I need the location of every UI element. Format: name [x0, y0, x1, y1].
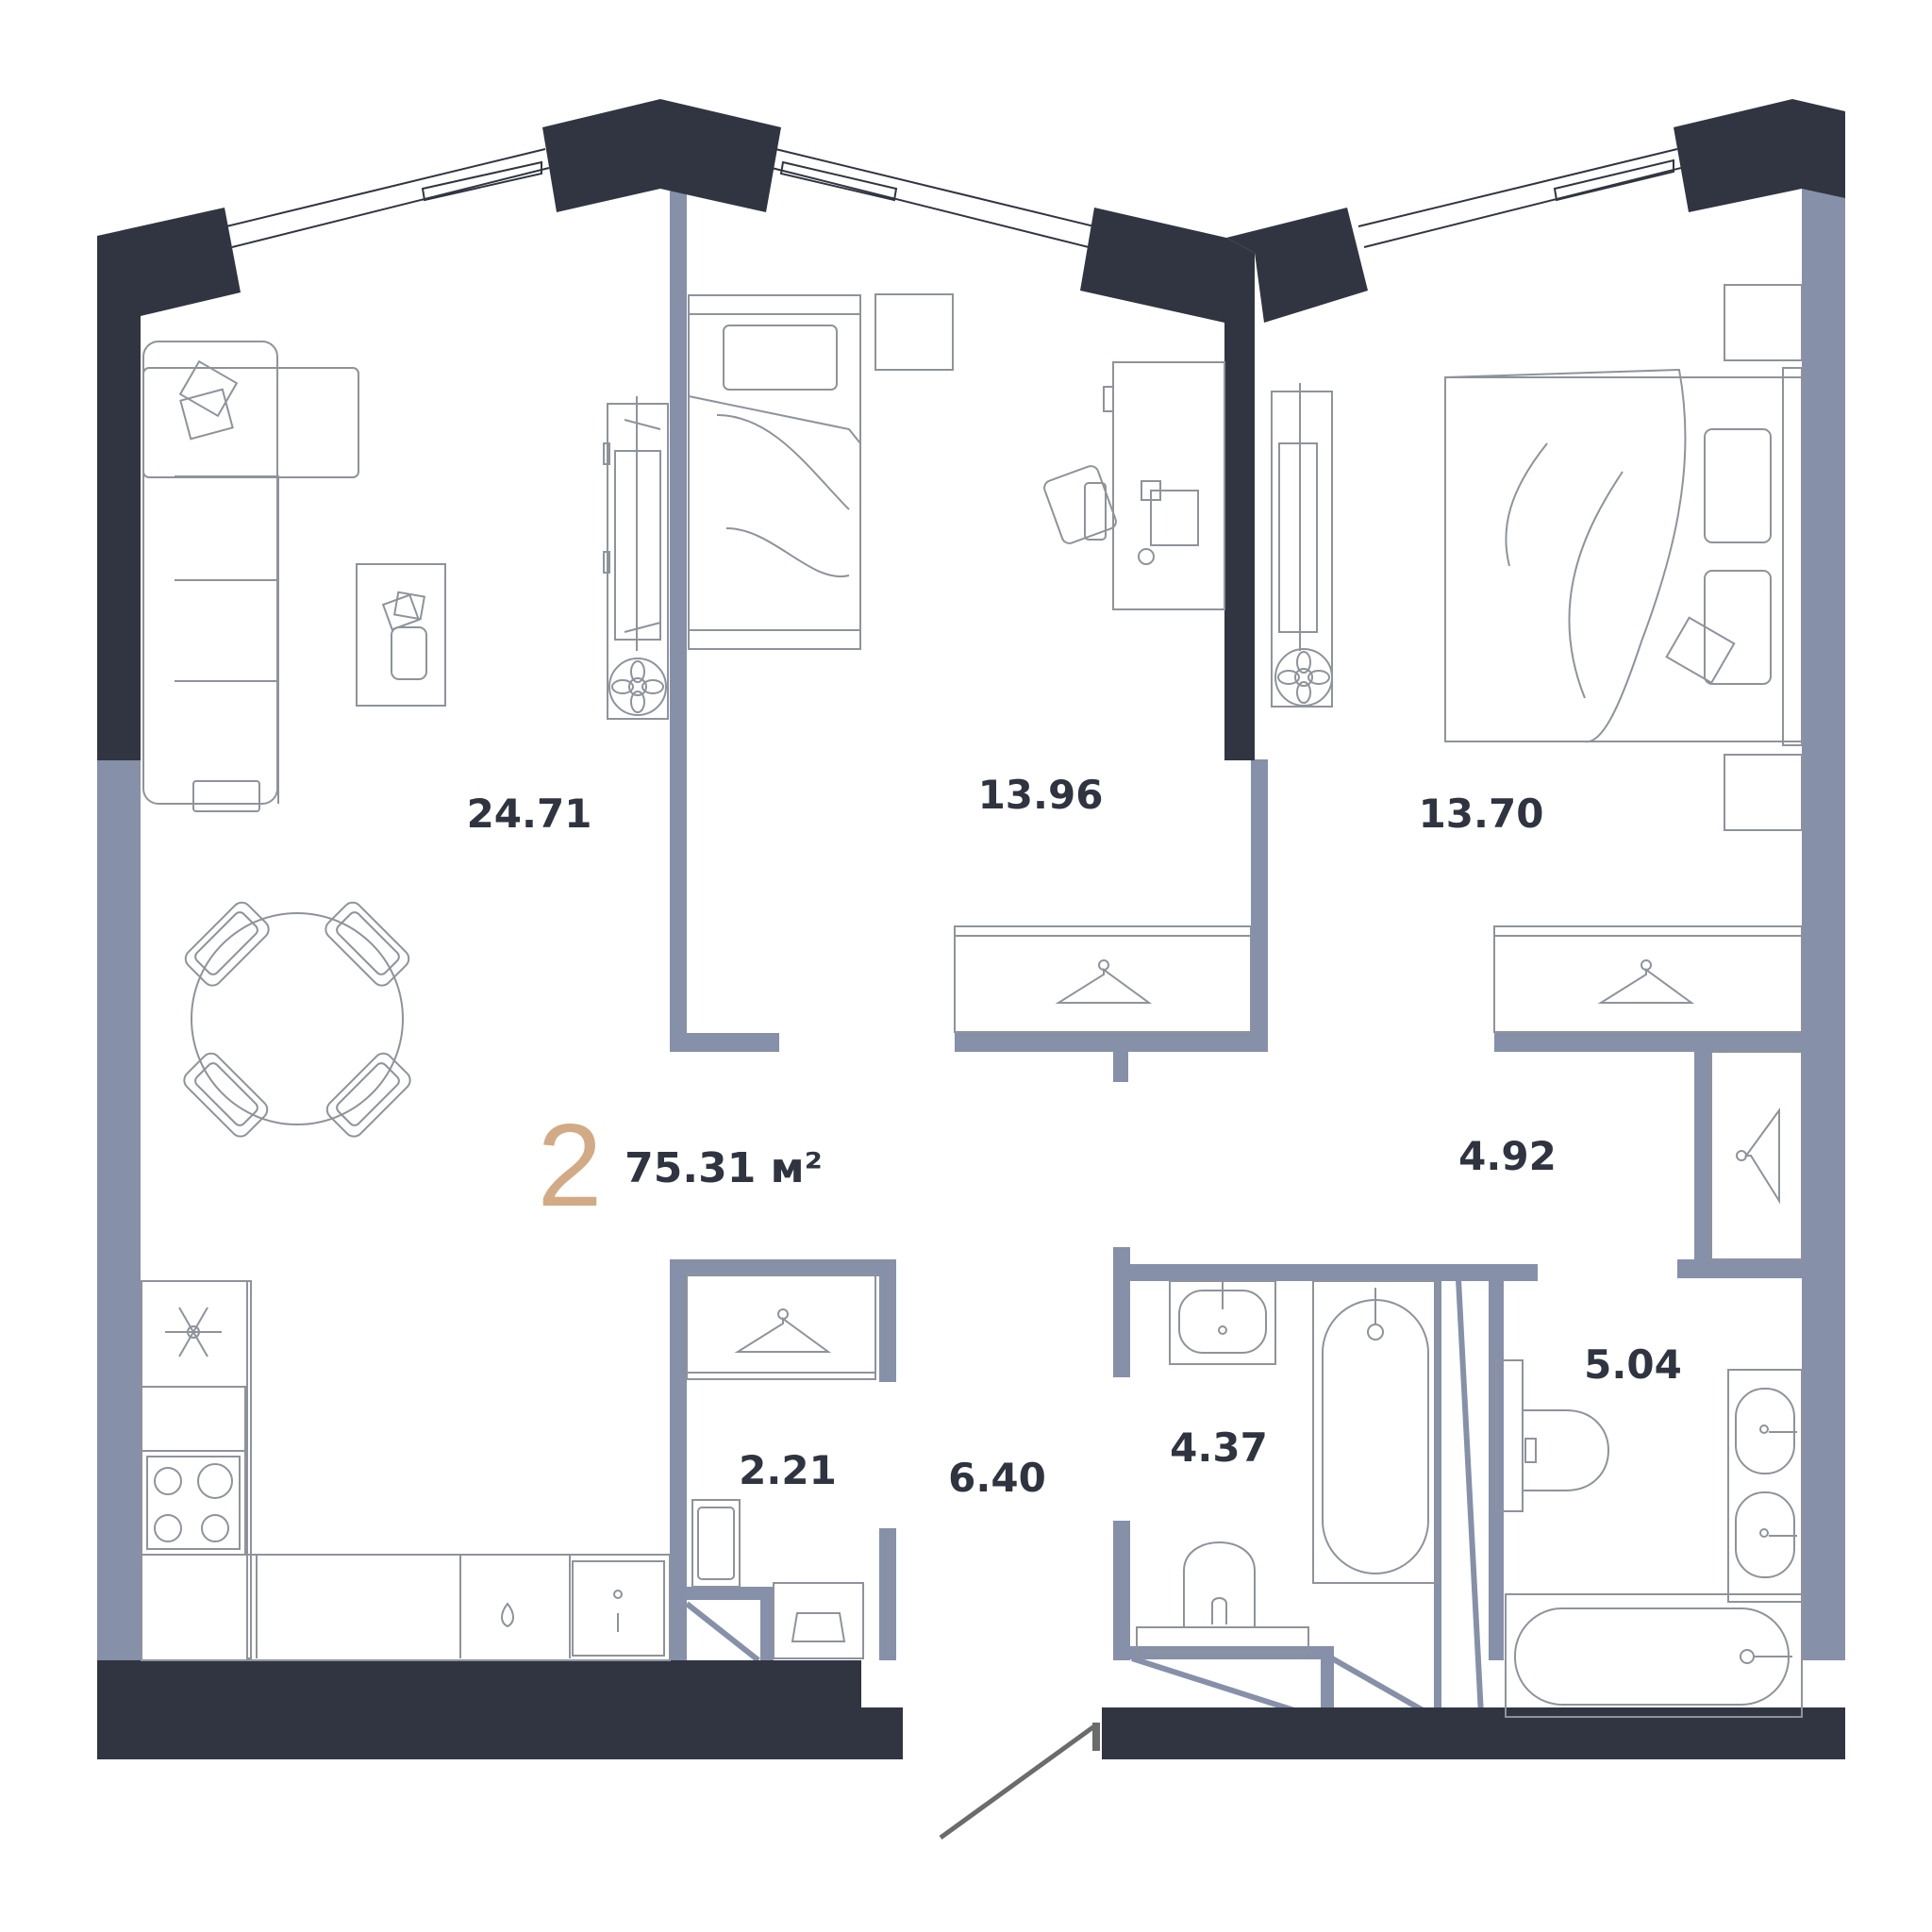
area-label-bathroom-right: 5.04 [1584, 1341, 1682, 1388]
faucet-icon [501, 1602, 514, 1628]
kitchen [141, 1280, 671, 1661]
nightstand-bottom [1724, 754, 1803, 831]
sink-left [1169, 1280, 1276, 1365]
wardrobe-master [1493, 925, 1803, 1033]
area-label-closet: 2.21 [739, 1447, 837, 1493]
wardrobe-small-bedroom [954, 925, 1252, 1033]
closet-appliances [691, 1499, 864, 1659]
wardrobe-hall [1710, 1051, 1803, 1260]
desk [1043, 361, 1225, 610]
area-label-bathroom-left: 4.37 [1170, 1424, 1268, 1471]
windows [225, 148, 1682, 248]
shaft-lines [685, 1278, 1484, 1722]
single-bed [688, 294, 861, 650]
sofa [142, 341, 359, 812]
entrance-door[interactable] [939, 1723, 1100, 1840]
area-label-living-kitchen: 24.71 [466, 791, 592, 837]
double-bed [1444, 367, 1803, 746]
furniture [141, 284, 1803, 1718]
outer-walls [97, 99, 1845, 1759]
area-label-bedroom-small: 13.96 [977, 772, 1104, 818]
snowflake-icon [165, 1307, 222, 1357]
area-label-corridor: 6.40 [948, 1455, 1046, 1501]
bathtub-left [1312, 1280, 1439, 1584]
nightstand [874, 293, 954, 371]
toilet-right [1495, 1359, 1609, 1512]
area-label-hall-right: 4.92 [1458, 1133, 1557, 1179]
inner-walls [97, 189, 1845, 1720]
shelf-unit [603, 396, 669, 720]
dining-table [183, 901, 411, 1138]
shelf-master [1271, 383, 1333, 708]
area-label-bedroom-master: 13.70 [1418, 791, 1544, 837]
double-sink [1727, 1369, 1803, 1603]
coffee-table [356, 563, 446, 707]
nightstand-top [1724, 284, 1803, 361]
total-area: 75.31 м² [625, 1144, 823, 1192]
toilet-left [1136, 1541, 1309, 1653]
rooms-count: 2 [537, 1101, 603, 1231]
closet-shelf [686, 1273, 876, 1380]
bathtub-right [1505, 1593, 1803, 1718]
